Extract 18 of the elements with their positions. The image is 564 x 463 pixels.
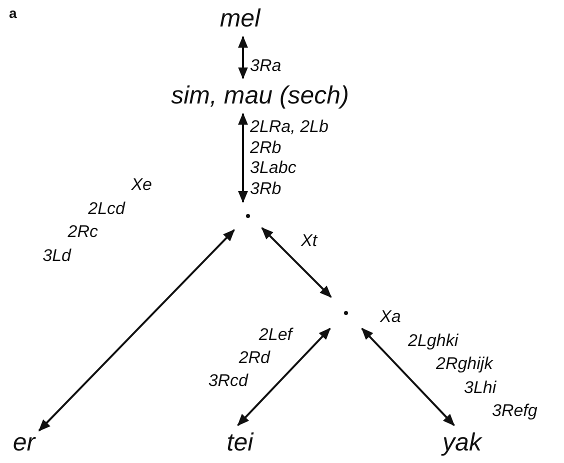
edge-label: 2Lef 2Rd 3Rcd [208, 324, 292, 392]
species-label: yak [442, 429, 482, 457]
arrow [238, 112, 248, 203]
arrow [361, 328, 455, 426]
edge-label: Xe 2Lcd 2Rc 3Ld [42, 174, 152, 266]
species-label: er [12, 429, 36, 457]
arrow [237, 328, 331, 426]
edge-label: Xa 2Lghki 2Rghijk 3Lhi 3Refg [380, 306, 538, 422]
species-label: mel [220, 5, 260, 33]
arrow [261, 227, 332, 298]
species-label: sim, mau (sech) [171, 82, 349, 110]
edge-label: Xt [301, 231, 318, 251]
edge-label: 2LRa, 2Lb 2Rb 3Labc 3Rb [250, 117, 328, 199]
panel-letter: a [9, 5, 17, 21]
arrow [38, 229, 235, 432]
species-label: tei [226, 429, 254, 457]
edge-label: 3Ra [250, 56, 282, 76]
arrow [238, 36, 248, 80]
